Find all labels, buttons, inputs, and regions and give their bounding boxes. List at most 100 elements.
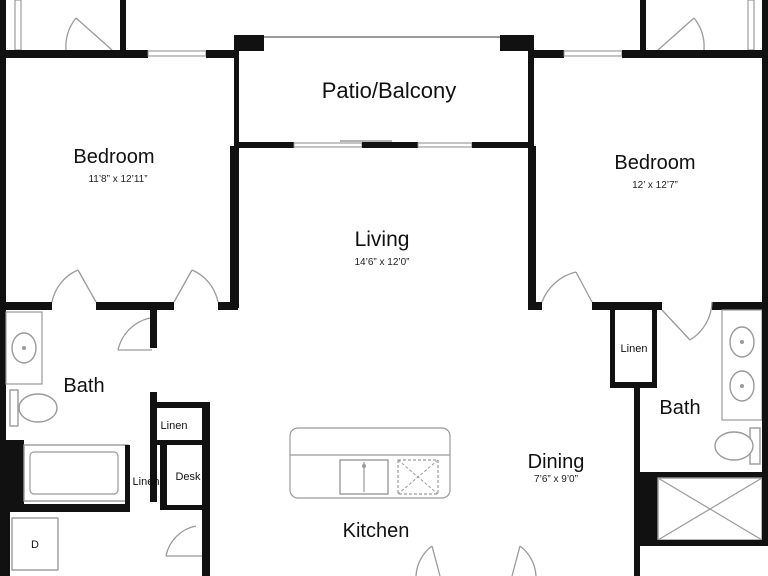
bathtub-icon — [23, 444, 129, 502]
wall — [652, 308, 657, 388]
wall — [96, 302, 174, 310]
door-leaf — [657, 17, 695, 51]
wall — [160, 505, 210, 510]
window — [563, 50, 623, 57]
door-leaf — [77, 269, 97, 303]
wall — [530, 50, 564, 58]
wall — [640, 540, 768, 546]
closet-label-desk: Desk — [175, 471, 201, 483]
wall — [6, 504, 130, 512]
room-name-bath-right: Bath — [659, 397, 700, 419]
sink-counter — [5, 311, 43, 385]
room-name-kitchen: Kitchen — [343, 520, 410, 542]
faucet-icon — [362, 464, 366, 468]
room-name-dining: Dining — [528, 451, 585, 473]
sink-drain — [740, 340, 744, 344]
door-swing-icon — [415, 545, 433, 576]
dryer-icon — [11, 517, 59, 571]
door-swing-icon — [191, 269, 219, 303]
wall — [234, 50, 239, 146]
door-leaf — [75, 17, 113, 51]
dishwasher-icon — [397, 459, 439, 495]
kitchen-island — [289, 427, 451, 499]
wall — [150, 440, 210, 445]
wall — [206, 50, 238, 58]
room-dims-bedroom-right: 12’ x 12’7” — [632, 180, 678, 191]
wall — [528, 50, 534, 146]
sink-drain — [22, 346, 26, 350]
sink-drain — [740, 384, 744, 388]
door-leaf — [575, 271, 593, 303]
wall — [230, 146, 239, 308]
door-swing-icon — [689, 301, 713, 341]
wall — [500, 35, 534, 51]
sliding-door — [293, 142, 363, 148]
wall — [472, 142, 534, 148]
wall — [0, 512, 10, 576]
wall — [762, 50, 768, 308]
door-swing-icon — [117, 317, 151, 351]
toilet-icon — [18, 393, 58, 423]
wall — [712, 302, 768, 310]
wall — [528, 302, 542, 310]
shower-cross — [657, 477, 763, 541]
wall — [234, 35, 264, 51]
toilet-tank — [9, 389, 19, 427]
wall — [362, 142, 418, 148]
wall — [0, 0, 6, 56]
door-swing-icon — [693, 17, 705, 51]
room-name-bath-left: Bath — [63, 375, 104, 397]
wall — [634, 388, 640, 576]
window — [147, 50, 207, 57]
wall — [640, 472, 768, 478]
wall — [150, 392, 157, 502]
door-leaf — [511, 545, 521, 576]
room-dims-dining: 7’6” x 9’0” — [534, 474, 578, 485]
wall — [0, 302, 52, 310]
door-swing-icon — [65, 17, 77, 51]
wall — [640, 0, 646, 56]
door-leaf — [661, 309, 691, 341]
dryer-label: D — [31, 539, 39, 551]
closet-label-linen: Linen — [133, 476, 160, 488]
door-swing-icon — [51, 269, 79, 303]
room-name-bedroom-right: Bedroom — [614, 152, 695, 174]
closet-label-linen: Linen — [621, 343, 648, 355]
room-name-patio: Patio/Balcony — [322, 78, 457, 103]
wall — [592, 302, 662, 310]
wall — [120, 0, 126, 56]
dishwasher-cross — [397, 459, 439, 495]
room-dims-living: 14’6” x 12’0” — [354, 257, 409, 268]
window — [14, 0, 22, 51]
wall — [528, 146, 536, 308]
toilet-icon — [714, 431, 754, 461]
room-name-living: Living — [355, 228, 410, 251]
wall — [0, 50, 148, 58]
door-leaf — [173, 269, 193, 303]
room-dims-bedroom-left: 11’8” x 12’11” — [88, 174, 147, 185]
wall — [234, 142, 294, 148]
room-name-bedroom-left: Bedroom — [73, 146, 154, 168]
wall — [762, 300, 768, 546]
wall — [0, 440, 24, 504]
wall — [202, 402, 210, 576]
door-swing-icon — [165, 525, 197, 557]
wall — [150, 308, 157, 348]
door-swing-icon — [519, 545, 537, 576]
door-swing-icon — [541, 271, 577, 303]
door-leaf — [431, 545, 441, 576]
wall — [762, 0, 768, 56]
wall — [622, 50, 768, 58]
wall — [125, 445, 130, 505]
wall — [218, 302, 238, 310]
wall — [640, 478, 658, 540]
wall — [160, 445, 167, 505]
wall — [610, 308, 615, 386]
wall — [0, 50, 6, 308]
window — [417, 142, 473, 148]
window — [747, 0, 755, 51]
closet-label-linen: Linen — [161, 420, 188, 432]
wall — [150, 402, 210, 408]
wall — [610, 382, 656, 388]
